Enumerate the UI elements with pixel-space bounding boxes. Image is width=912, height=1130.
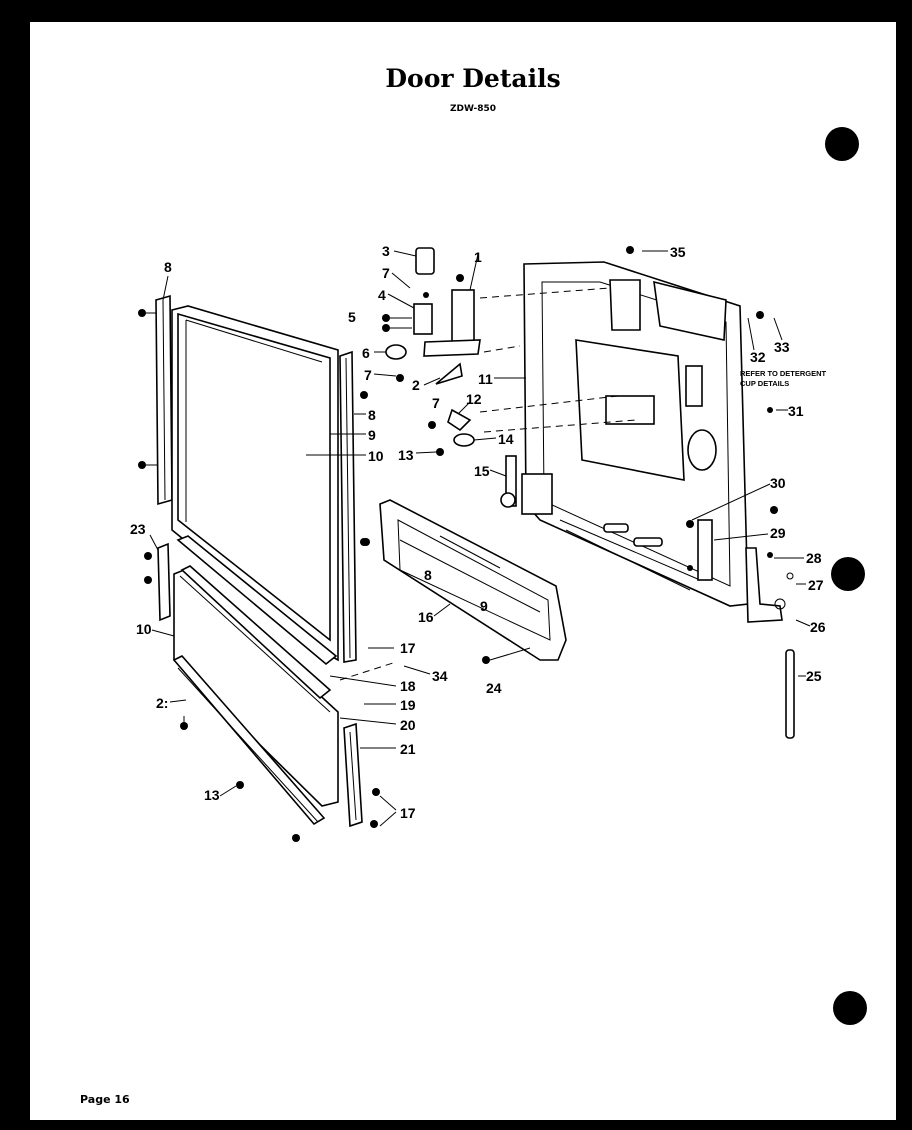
callout-1: 1 [474,249,482,265]
hinge-assembly [686,506,795,739]
callout-8-c: 8 [424,567,432,583]
right-side-trim [339,350,368,663]
callout-21: 21 [400,741,416,757]
callout-14: 14 [498,431,514,447]
kick-panel [362,499,567,664]
callout-26: 26 [810,619,826,635]
callout-4: 4 [378,287,386,303]
page-number: Page 16 [80,1093,130,1106]
callout-9: 9 [368,427,376,443]
callout-20: 20 [400,717,416,733]
callout-19: 19 [400,697,416,713]
detergent-note-line1: REFER TO DETERGENT [740,369,827,378]
callout-8: 8 [164,259,172,275]
callout-2: 2 [412,377,420,393]
callout-10: 10 [368,448,384,464]
callout-17-b: 17 [400,805,416,821]
callout-10-b: 10 [136,621,152,637]
model-number: ZDW-850 [449,104,497,114]
callout-29: 29 [770,525,786,541]
callout-12: 12 [466,391,482,407]
right-lower-trim [343,722,380,828]
callout-11: 11 [478,371,493,387]
callout-27: 27 [808,577,824,593]
hinge-arm [500,455,553,515]
callout-6: 6 [362,345,370,361]
callout-24: 24 [486,680,502,696]
callout-35: 35 [670,244,686,260]
callout-7: 7 [382,265,390,281]
detergent-note-line2: CUP DETAILS [740,379,789,388]
page-title: Door Details [385,64,561,93]
callout-17: 17 [400,640,416,656]
callout-13: 13 [398,447,414,463]
callout-9-b: 9 [480,598,488,614]
callout-13-b: 13 [204,787,220,803]
callout-16: 16 [418,609,434,625]
callout-34: 34 [432,668,448,684]
callout-32: 32 [750,349,766,365]
binder-hole-top [825,127,859,161]
callout-3: 3 [382,243,390,259]
lower-access-panel [144,535,339,842]
binder-hole-middle [831,557,865,591]
latch-assembly [382,247,481,456]
leader-lines [149,250,811,827]
callout-7-b: 7 [364,367,372,383]
binder-hole-bottom [833,991,867,1025]
callout-22: 2: [156,695,168,711]
callout-31: 31 [788,403,804,419]
callout-33: 33 [774,339,790,355]
callout-5: 5 [348,309,356,325]
callout-15: 15 [474,463,490,479]
callout-28: 28 [806,550,822,566]
callout-7-c: 7 [432,395,440,411]
callout-25: 25 [806,668,822,684]
callout-18: 18 [400,678,416,694]
callout-8-b: 8 [368,407,376,423]
callout-30: 30 [770,475,786,491]
outer-door-panel [171,305,339,662]
left-side-trim [138,294,173,506]
callout-23: 23 [130,521,146,537]
callout-labels: 8 3 7 1 4 5 6 7 2 7 12 13 14 11 15 8 9 1… [130,243,827,821]
